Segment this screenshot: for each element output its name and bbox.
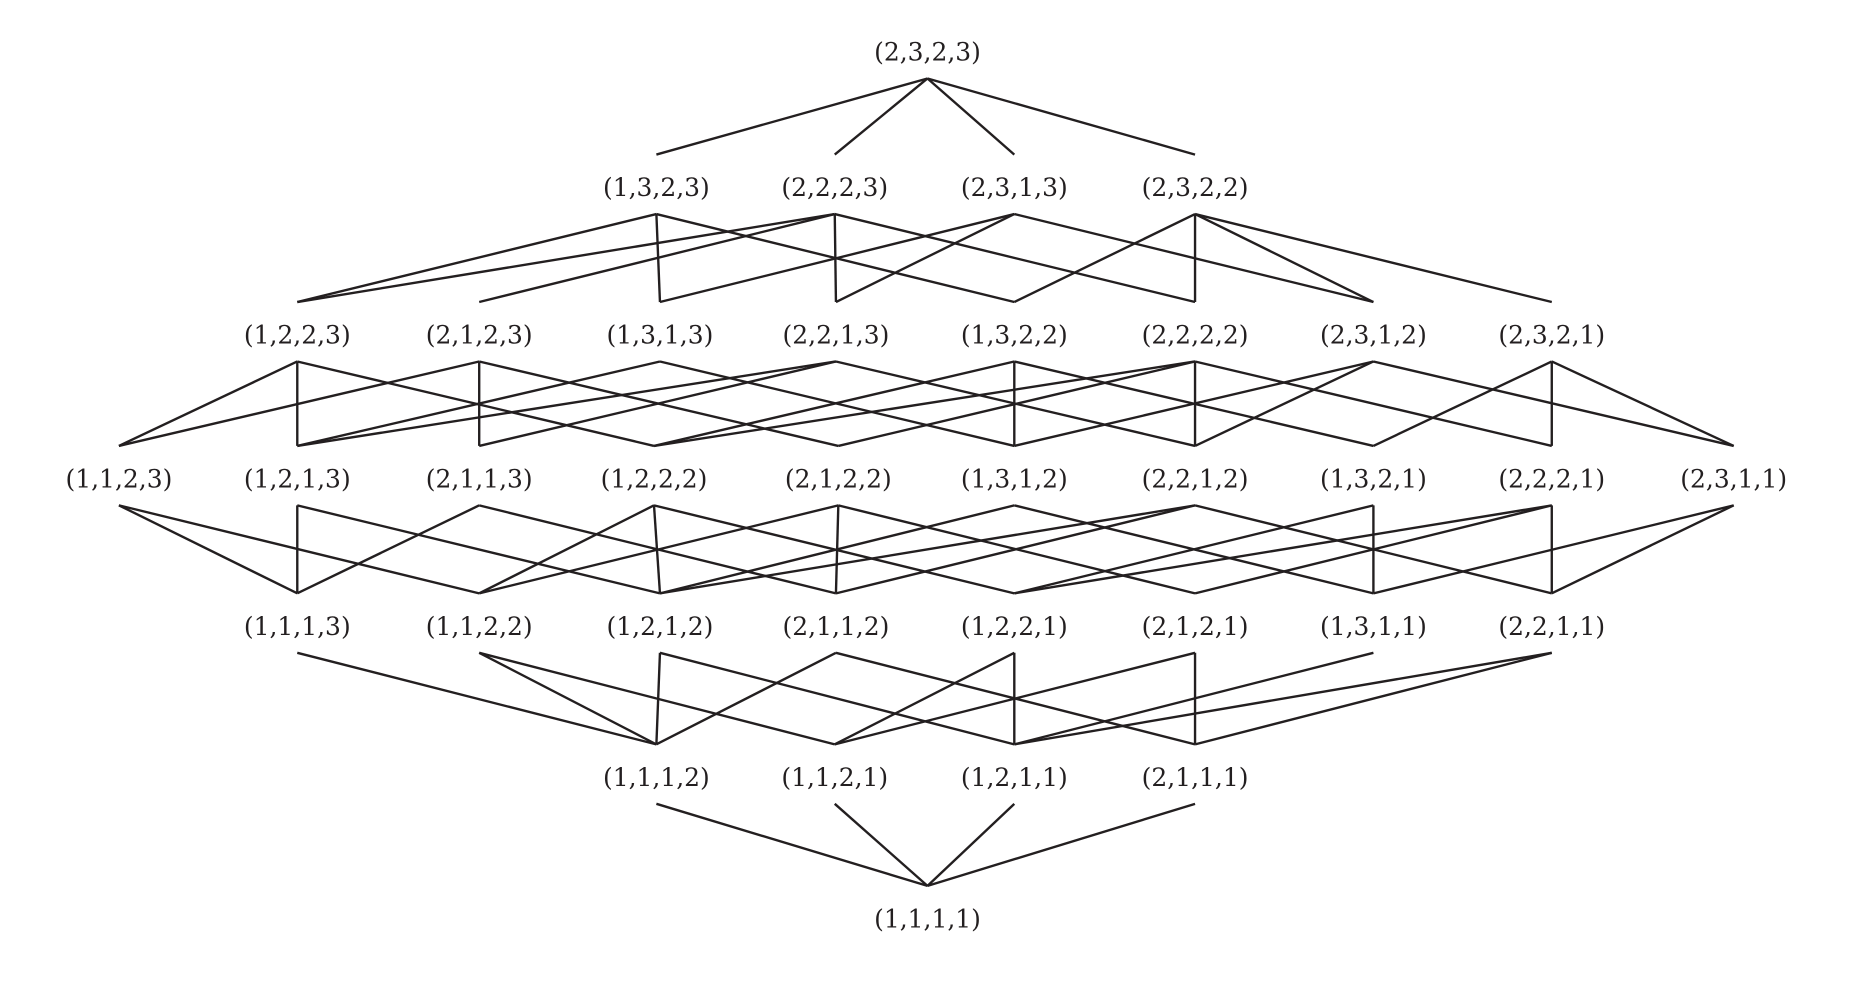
node-label: (2,2,2,3)	[781, 173, 888, 202]
cover-edge	[927, 802, 1196, 888]
node-label: (2,3,1,2)	[1320, 321, 1427, 350]
cover-edge	[655, 651, 837, 746]
cover-edge	[478, 651, 657, 746]
cover-edge	[659, 212, 1015, 304]
cover-edge	[655, 652, 662, 745]
cover-edge	[118, 504, 480, 595]
cover-edge	[296, 212, 657, 304]
node-label: (1,1,1,3)	[244, 612, 351, 641]
cover-edge	[296, 651, 657, 746]
node-label: (2,3,2,3)	[874, 38, 981, 67]
node-label: (2,3,2,1)	[1498, 321, 1605, 350]
cover-edge	[834, 651, 1015, 746]
cover-edge	[1373, 504, 1734, 595]
node-label: (1,2,2,3)	[244, 321, 351, 350]
cover-edge	[478, 212, 836, 304]
node-label: (2,2,1,2)	[1142, 465, 1249, 494]
node-label: (1,3,2,3)	[603, 173, 710, 202]
node-label: (1,2,1,2)	[607, 612, 714, 641]
cover-edge	[1014, 504, 1374, 595]
cover-edge	[1194, 504, 1553, 595]
node-label: (1,2,2,2)	[601, 465, 708, 494]
cover-edge	[1014, 212, 1374, 304]
node-label: (2,1,2,3)	[426, 321, 533, 350]
cover-edge	[297, 212, 835, 304]
node-label: (2,3,2,2)	[1142, 173, 1249, 202]
nodes: (2,3,2,3) (1,3,2,3) (2,2,2,3) (2,3,1,3) (2,3…	[65, 38, 1787, 934]
cover-edge	[653, 360, 1196, 448]
node-label: (1,3,1,2)	[961, 465, 1068, 494]
node-label: (1,1,2,1)	[781, 763, 888, 792]
node-label: (2,1,2,1)	[1142, 612, 1249, 641]
cover-edge	[1372, 360, 1553, 447]
node-label: (1,1,1,1)	[874, 904, 981, 933]
node-label: (1,2,1,3)	[244, 465, 351, 494]
cover-edge	[1014, 651, 1552, 746]
node-label: (1,1,2,2)	[426, 612, 533, 641]
node-label: (2,2,2,1)	[1498, 465, 1605, 494]
node-label: (2,1,1,1)	[1142, 763, 1249, 792]
cover-edge	[1551, 360, 1735, 447]
cover-edge	[297, 360, 661, 448]
cover-edge	[1551, 504, 1735, 595]
node-label: (1,1,1,2)	[603, 763, 710, 792]
node-label: (1,3,2,2)	[961, 321, 1068, 350]
cover-edge	[838, 360, 1196, 448]
node-label: (2,1,1,3)	[426, 465, 533, 494]
node-label: (1,2,1,1)	[961, 763, 1068, 792]
cover-edge	[659, 504, 1015, 595]
cover-edge	[1373, 360, 1734, 448]
node-label: (2,1,2,2)	[785, 465, 892, 494]
cover-edge	[1013, 212, 1196, 304]
cover-edge	[833, 802, 929, 887]
cover-edge	[653, 360, 1015, 448]
cover-edge	[834, 651, 1196, 746]
cover-edge	[659, 651, 1015, 746]
cover-edge	[297, 504, 661, 595]
cover-edge	[926, 802, 1016, 887]
node-label: (1,2,2,1)	[961, 612, 1068, 641]
node-label: (1,3,2,1)	[1320, 465, 1427, 494]
cover-edge	[835, 504, 1196, 595]
cover-edge	[656, 802, 928, 888]
cover-edge	[834, 212, 1196, 304]
cover-edge	[118, 360, 298, 447]
cover-edge	[1014, 360, 1374, 448]
node-label: (2,2,2,2)	[1142, 321, 1249, 350]
node-label: (1,3,1,1)	[1320, 612, 1427, 641]
cover-edge	[1194, 212, 1553, 304]
cover-edge	[478, 360, 837, 448]
node-label: (1,3,1,3)	[607, 321, 714, 350]
node-label: (2,2,1,3)	[783, 321, 890, 350]
cover-edge	[118, 360, 480, 448]
node-label: (2,3,1,1)	[1680, 465, 1787, 494]
node-label: (2,2,1,1)	[1498, 612, 1605, 641]
node-label: (2,3,1,3)	[961, 173, 1068, 202]
cover-edge	[296, 504, 480, 595]
cover-edge	[833, 77, 929, 156]
node-label: (1,1,2,3)	[65, 465, 172, 494]
cover-edge	[1194, 212, 1374, 304]
cover-edge	[656, 77, 928, 156]
cover-edge	[118, 504, 298, 595]
cover-edge	[659, 504, 1196, 595]
cover-edge	[1194, 651, 1553, 746]
cover-edge	[1194, 360, 1553, 448]
cover-edge	[478, 504, 839, 595]
edges	[118, 77, 1735, 888]
cover-edge	[478, 504, 655, 595]
cover-edge	[1194, 360, 1374, 447]
cover-edge	[927, 77, 1196, 156]
cover-edge	[835, 212, 1015, 304]
node-label: (2,1,1,2)	[783, 612, 890, 641]
cover-edge	[1014, 504, 1552, 595]
cover-edge	[926, 77, 1016, 156]
cover-edge	[1014, 651, 1374, 746]
cover-edge	[297, 360, 837, 448]
